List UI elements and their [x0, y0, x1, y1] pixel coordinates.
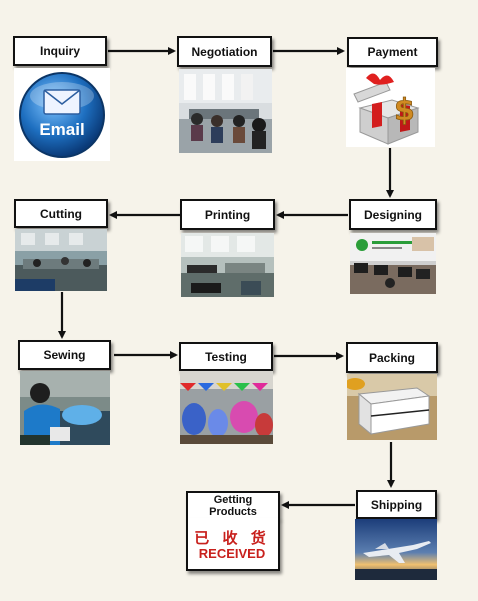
inquiry-node: Inquiry [13, 36, 107, 66]
getting-products-node: Getting Products [186, 491, 280, 519]
printing-photo [181, 233, 274, 297]
shipping-node: Shipping [356, 490, 437, 519]
email-icon [19, 72, 105, 158]
designing-node: Designing [349, 199, 437, 230]
inquiry-label: Inquiry [39, 44, 80, 58]
sewing-label: Sewing [43, 348, 86, 362]
testing-node: Testing [179, 342, 273, 371]
received-stamp: RECEIVED [198, 546, 266, 561]
designing-photo [350, 233, 436, 294]
sewing-node: Sewing [18, 340, 111, 370]
received-chinese-stamp: 已 收 货 [194, 529, 270, 547]
svg-text:$: $ [394, 93, 415, 128]
cutting-node: Cutting [14, 199, 108, 228]
payment-label: Payment [367, 45, 418, 59]
negotiation-photo [179, 69, 272, 153]
packing-photo [347, 374, 437, 440]
cutting-photo [15, 229, 107, 291]
designing-label: Designing [363, 207, 422, 222]
negotiation-label: Negotiation [191, 44, 258, 59]
printing-node: Printing [180, 199, 275, 230]
email-text: Email [39, 120, 85, 139]
cutting-label: Cutting [40, 206, 82, 221]
packing-node: Packing [346, 342, 438, 373]
shipping-photo [355, 519, 437, 580]
printing-label: Printing [204, 207, 251, 222]
shipping-label: Shipping [370, 497, 423, 512]
payment-image: $ [346, 68, 435, 147]
packing-label: Packing [368, 350, 416, 365]
testing-photo [180, 371, 273, 444]
sewing-photo [20, 371, 110, 445]
getting-products-label: Getting Products [209, 494, 257, 518]
getting-products-image [186, 518, 280, 571]
negotiation-node: Negotiation [177, 36, 272, 67]
testing-label: Testing [205, 349, 247, 364]
payment-node: Payment [347, 37, 438, 67]
email-image [14, 68, 110, 161]
